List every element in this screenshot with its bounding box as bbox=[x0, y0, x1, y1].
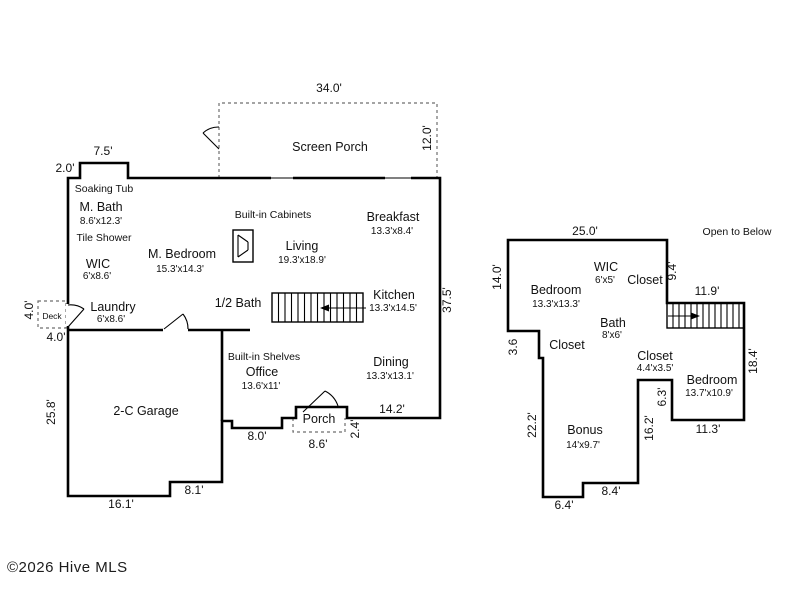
floor1-door-swings bbox=[67, 126, 339, 413]
room-label-bedroom-left: Bedroom bbox=[530, 282, 582, 297]
room-label-bath: Bath bbox=[600, 315, 626, 330]
room-label-kitchen: Kitchen bbox=[373, 287, 415, 302]
stairs-floor2 bbox=[666, 302, 745, 329]
room-dims-closet-mid: 4.4'x3.5' bbox=[636, 363, 674, 374]
dim-closet-east-wall: 6.3' bbox=[655, 387, 669, 407]
dim-garage-west-wall: 25.8' bbox=[44, 399, 58, 425]
dim-garage-south-wall-2: 8.1' bbox=[184, 483, 204, 497]
dim-stair-width: 11.9' bbox=[694, 284, 720, 298]
room-dims-bath: 8'x6' bbox=[602, 330, 622, 341]
feature-label-builtin-cabinets: Built-in Cabinets bbox=[234, 208, 312, 221]
room-dims-breakfast: 13.3'x8.4' bbox=[370, 226, 414, 237]
floor1-windows bbox=[271, 176, 411, 181]
dim-entry-walk: 8.0' bbox=[247, 429, 267, 443]
room-label-screen-porch: Screen Porch bbox=[292, 139, 368, 154]
garage-door-arc bbox=[163, 313, 189, 330]
room-dims-office: 13.6'x11' bbox=[241, 381, 281, 392]
room-dims-dining: 13.3'x13.1' bbox=[366, 371, 414, 382]
room-label-m-bath: M. Bath bbox=[79, 199, 123, 214]
dim-screen-porch-width: 34.0' bbox=[316, 81, 342, 95]
room-label-wic: WIC bbox=[85, 256, 111, 271]
feature-label-soaking-tub: Soaking Tub bbox=[74, 182, 134, 195]
room-label-half-bath: 1/2 Bath bbox=[214, 295, 262, 310]
room-dims-bedroom-right: 13.7'x10.9' bbox=[685, 388, 733, 399]
dim-bedroom-south-wall: 11.3' bbox=[695, 422, 721, 436]
stairs-floor1 bbox=[271, 292, 366, 323]
dim-bonus-south-wall: 8.4' bbox=[601, 484, 621, 498]
room-dims-laundry: 6'x8.6' bbox=[96, 314, 126, 325]
room-dims-bedroom-left: 13.3'x13.3' bbox=[532, 299, 580, 310]
floor2-drawing bbox=[506, 238, 746, 499]
entry-door-arc bbox=[302, 390, 339, 413]
room-dims-bonus: 14'x9.7' bbox=[566, 440, 600, 451]
room-label-bedroom-right: Bedroom bbox=[686, 372, 738, 387]
room-label-bonus: Bonus bbox=[567, 422, 603, 437]
dim-garage-south-wall: 16.1' bbox=[108, 497, 134, 511]
deck-door-arc bbox=[67, 304, 85, 328]
dim-dining-south-wall: 14.2' bbox=[379, 402, 405, 416]
dim-porch-width: 8.6' bbox=[308, 437, 328, 451]
room-label-closet-top: Closet bbox=[627, 272, 663, 287]
room-label-dining: Dining bbox=[373, 354, 409, 369]
feature-label-tile-shower: Tile Shower bbox=[76, 231, 132, 244]
dim-bedroom-east-wall: 18.4' bbox=[746, 348, 760, 374]
built-in-cabinets-icon bbox=[232, 229, 254, 263]
dim-bonus-west-wall: 22.2' bbox=[525, 412, 539, 438]
room-label-wic2: WIC bbox=[593, 259, 619, 274]
feature-label-builtin-shelves: Built-in Shelves bbox=[227, 350, 301, 363]
dim-screen-porch-depth: 12.0' bbox=[420, 125, 434, 151]
dim-floor2-top-wall: 25.0' bbox=[572, 224, 598, 238]
room-dims-kitchen: 13.3'x14.5' bbox=[369, 303, 417, 314]
deck-door-opening bbox=[66, 304, 71, 326]
dim-porch-depth: 2.4' bbox=[348, 419, 362, 439]
screen-porch-door-arc bbox=[202, 126, 220, 150]
room-dims-wic2: 6'x5' bbox=[595, 275, 615, 286]
room-label-closet-left: Closet bbox=[549, 337, 585, 352]
floor1-drawing bbox=[37, 102, 442, 498]
dim-stair-wall: 9.4' bbox=[665, 261, 679, 281]
dim-deck-depth: 4.0' bbox=[22, 300, 36, 320]
room-label-closet-mid: Closet bbox=[637, 348, 673, 363]
room-dims-living: 19.3'x18.9' bbox=[278, 255, 326, 266]
room-label-m-bedroom: M. Bedroom bbox=[147, 246, 217, 261]
dim-bath-bump-step: 2.0' bbox=[55, 161, 75, 175]
screen-porch-outline bbox=[218, 102, 438, 178]
room-label-laundry: Laundry bbox=[90, 299, 136, 314]
room-label-office: Office bbox=[245, 364, 279, 379]
porch-outline bbox=[292, 418, 346, 433]
dim-bath-bump-width: 7.5' bbox=[93, 144, 113, 158]
floor1-exterior-walls bbox=[66, 161, 442, 498]
dim-closet-west-wall: 16.2' bbox=[642, 415, 656, 441]
room-label-garage: 2-C Garage bbox=[113, 403, 179, 418]
dim-floor2-west-wall: 14.0' bbox=[490, 264, 504, 290]
room-label-living: Living bbox=[285, 238, 319, 253]
room-dims-wic: 6'x8.6' bbox=[82, 271, 112, 282]
room-label-porch: Porch bbox=[302, 411, 336, 426]
floor1-interior-walls bbox=[68, 328, 250, 421]
deck-outline bbox=[37, 300, 67, 329]
annotation-open-to-below: Open to Below bbox=[702, 225, 772, 238]
dim-east-wall: 37.5' bbox=[440, 287, 454, 313]
room-label-deck: Deck bbox=[42, 310, 62, 321]
room-dims-m-bedroom: 15.3'x14.3' bbox=[156, 264, 204, 275]
dim-deck-width: 4.0' bbox=[46, 330, 66, 344]
room-label-breakfast: Breakfast bbox=[366, 209, 420, 224]
room-dims-m-bath: 8.6'x12.3' bbox=[79, 216, 123, 227]
watermark-copyright: ©2026 Hive MLS bbox=[7, 559, 128, 576]
dim-jog: 3.6 bbox=[506, 338, 520, 356]
floor2-exterior-walls bbox=[506, 238, 746, 499]
dim-bonus-south-wall-2: 6.4' bbox=[554, 498, 574, 512]
